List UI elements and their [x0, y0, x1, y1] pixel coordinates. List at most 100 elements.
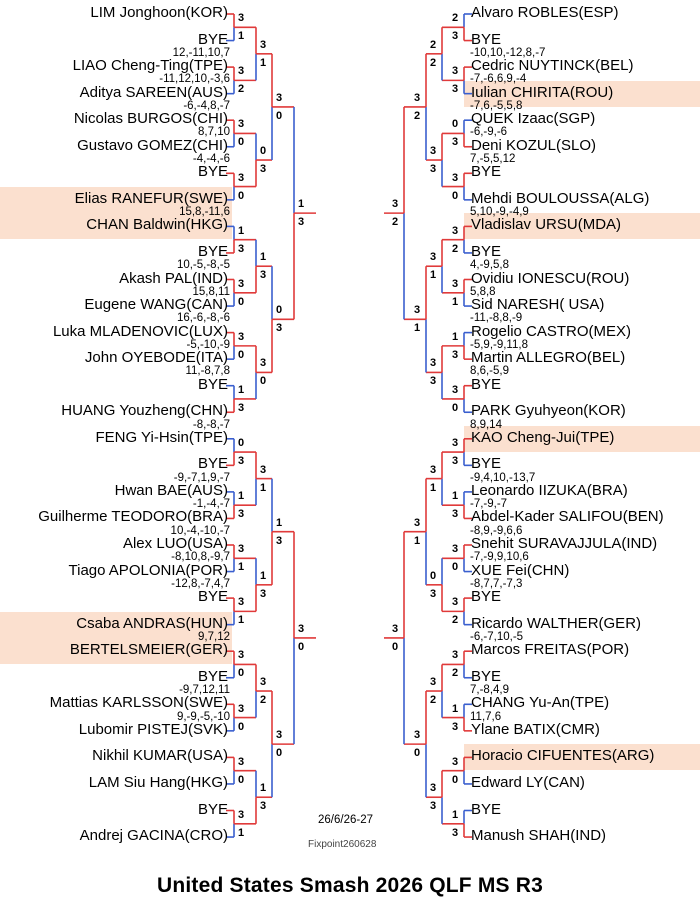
right-result-bottom: 3 [430, 587, 437, 600]
right-result-top: 3 [452, 65, 459, 78]
highlight-row [464, 425, 700, 452]
right-result-top: 3 [452, 171, 459, 184]
left-result-bottom: 0 [238, 136, 245, 149]
right-score-line: 7,-8,4,9 [470, 684, 509, 697]
left-player-name: John OYEBODE(ITA) [84, 349, 228, 367]
left-player-name: Luka MLADENOVIC(LUX) [52, 322, 228, 340]
left-result-top: 3 [260, 38, 267, 51]
left-score-line: -6,-4,8,-7 [183, 99, 230, 112]
right-result-top: 1 [452, 330, 459, 343]
right-result-top: 3 [392, 622, 399, 635]
right-result-top: 3 [430, 463, 437, 476]
left-result-bottom: 0 [238, 295, 245, 308]
right-player-name: Ricardo WALTHER(GER) [471, 614, 642, 632]
right-player-name: Rogelio CASTRO(MEX) [471, 322, 632, 340]
left-result-top: 0 [260, 145, 267, 158]
left-result-top: 1 [298, 198, 305, 211]
left-player-name: Eugene WANG(CAN) [84, 296, 228, 314]
right-result-bottom: 3 [452, 455, 459, 468]
left-score-line: -9,-7,1,9,-7 [173, 471, 230, 484]
right-result-bottom: 3 [452, 720, 459, 733]
left-score-line: -4,-4,-6 [192, 153, 230, 166]
right-result-bottom: 2 [430, 694, 437, 707]
left-player-name: BYE [197, 667, 228, 685]
left-result-top: 0 [238, 437, 245, 450]
left-player-name: Tiago APOLONIA(POR) [68, 561, 229, 579]
highlight-row [464, 744, 700, 771]
left-score-line: -8,10,8,-9,7 [171, 551, 230, 564]
right-result-top: 0 [452, 118, 459, 131]
left-score-line: 16,-6,-8,-6 [176, 312, 230, 325]
left-result-bottom: 2 [238, 83, 245, 96]
left-result-top: 3 [260, 676, 267, 689]
highlight-row [0, 611, 232, 638]
left-score-line: 15,8,-11,6 [179, 206, 230, 219]
right-result-bottom: 3 [452, 30, 459, 43]
left-result-bottom: 0 [238, 667, 245, 680]
left-result-top: 3 [238, 808, 245, 821]
left-player-name: Elias RANEFUR(SWE) [74, 189, 228, 207]
right-result-top: 3 [452, 383, 459, 396]
left-result-top: 1 [238, 383, 245, 396]
page-title: United States Smash 2026 QLF MS R3 [156, 874, 544, 897]
right-player-name: BYE [471, 163, 502, 181]
right-result-bottom: 0 [452, 561, 459, 574]
right-result-bottom: 2 [452, 667, 459, 680]
right-player-name: BYE [471, 30, 502, 48]
right-score-line: -5,9,-9,11,8 [470, 338, 528, 351]
left-result-bottom: 1 [238, 614, 245, 627]
left-result-bottom: 0 [276, 747, 283, 760]
right-result-bottom: 3 [430, 375, 437, 388]
right-result-bottom: 2 [452, 242, 459, 255]
left-player-name: BYE [197, 242, 228, 260]
left-result-bottom: 0 [238, 348, 245, 361]
left-result-bottom: 3 [276, 534, 283, 547]
right-result-bottom: 0 [452, 773, 459, 786]
right-score-line: -11,-8,8,-9 [470, 312, 523, 325]
right-score-line: -7,6,-5,5,8 [470, 99, 523, 112]
highlight-row [0, 213, 232, 240]
left-result-bottom: 1 [238, 826, 245, 839]
right-result-bottom: 3 [430, 163, 437, 176]
left-player-name: HUANG Youzheng(CHN) [61, 402, 228, 420]
right-result-top: 1 [452, 490, 459, 503]
right-player-name: CHANG Yu-An(TPE) [471, 694, 610, 712]
left-result-top: 3 [238, 12, 245, 25]
left-result-bottom: 3 [260, 163, 267, 176]
left-player-name: Alex LUO(USA) [122, 535, 228, 552]
left-result-top: 3 [298, 622, 305, 635]
left-score-line: 12,-11,10,7 [172, 46, 230, 59]
right-player-name: Martin ALLEGRO(BEL) [471, 349, 626, 367]
highlight-row [464, 80, 700, 107]
right-score-line: -8,9,-9,6,6 [470, 524, 523, 537]
right-result-bottom: 0 [452, 401, 459, 414]
left-result-bottom: 3 [238, 455, 245, 468]
left-player-name: Csaba ANDRAS(HUN) [76, 614, 228, 632]
right-player-name: Cedric NUYTINCK(BEL) [471, 57, 634, 75]
left-player-name: LAM Siu Hang(HKG) [88, 773, 228, 791]
right-score-line: -7,-9,9,10,6 [470, 551, 529, 564]
left-result-top: 3 [238, 171, 245, 184]
right-player-name: Edward LY(CAN) [471, 773, 585, 791]
right-result-bottom: 1 [452, 295, 459, 308]
right-player-name: BYE [471, 588, 502, 606]
left-result-bottom: 3 [276, 322, 283, 335]
left-result-bottom: 3 [238, 401, 245, 414]
left-result-bottom: 3 [260, 587, 267, 600]
left-result-bottom: 0 [298, 640, 305, 653]
left-player-name: CHAN Baldwin(HKG) [86, 216, 228, 234]
left-result-bottom: 1 [260, 481, 267, 494]
right-player-name: KAO Cheng-Jui(TPE) [471, 428, 615, 446]
right-result-top: 3 [430, 357, 437, 370]
left-result-top: 1 [238, 224, 245, 237]
right-player-name: Marcos FREITAS(POR) [471, 641, 630, 659]
right-player-name: Ylane BATIX(CMR) [471, 720, 600, 738]
left-score-line: 15,8,11 [192, 285, 230, 298]
left-result-bottom: 3 [238, 508, 245, 521]
left-result-top: 1 [260, 782, 267, 795]
right-player-name: Sid NARESH( USA) [471, 296, 605, 314]
left-result-bottom: 1 [238, 561, 245, 574]
left-player-name: Aditya SAREEN(AUS) [79, 83, 228, 101]
left-result-top: 3 [238, 277, 245, 290]
